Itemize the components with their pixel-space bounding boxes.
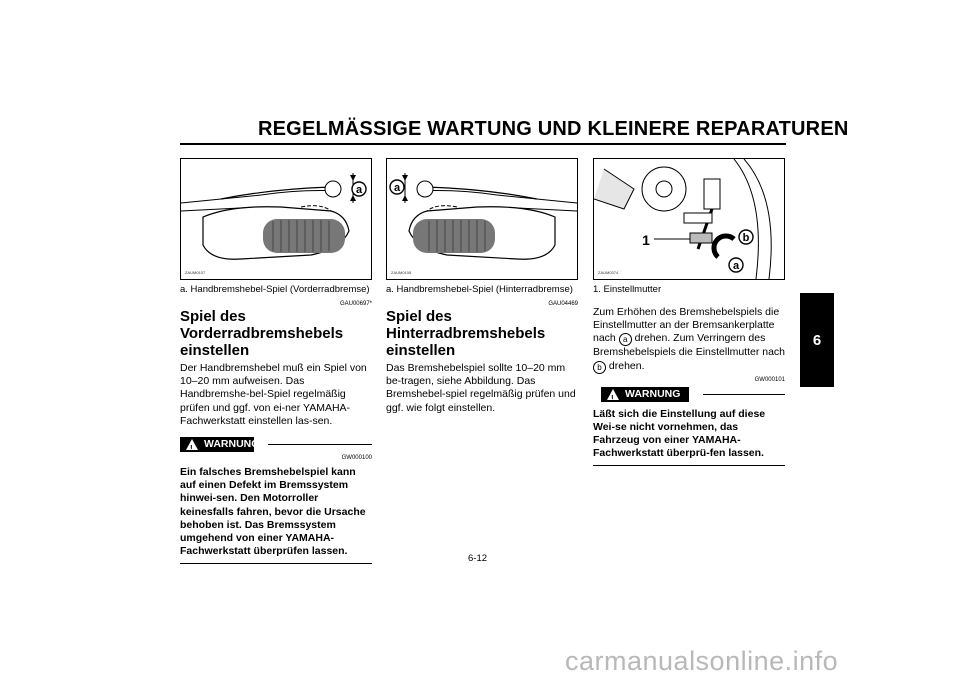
- header-rule: [180, 143, 786, 145]
- column-rear-brake: a ZAUM0108 a. Handbremshebel-Spiel (Hint…: [386, 158, 578, 415]
- warning-badge: ! WARNUNG: [180, 437, 259, 453]
- warning-code: GW000101: [754, 376, 785, 383]
- figure-code: ZAUM0374: [598, 270, 619, 275]
- circle-label-a: a: [618, 333, 632, 347]
- figure-adjusting-nut: b a 1 ZAUM0374: [593, 158, 785, 280]
- figure-caption: 1. Einstellmutter: [593, 284, 662, 295]
- column-front-brake: a ZAUM0107 a. Handbremshebel-Spiel (Vord…: [180, 158, 372, 565]
- figure-rear-brake-lever: a ZAUM0108: [386, 158, 578, 280]
- figure-label-a: a: [394, 182, 401, 194]
- figure-front-brake-lever: a ZAUM0107: [180, 158, 372, 280]
- warning-end-rule: [593, 465, 785, 467]
- warning-label: WARNUNG: [625, 387, 681, 400]
- figure-code: ZAUM0107: [185, 270, 206, 275]
- warning-badge: ! WARNUNG: [601, 386, 689, 403]
- chapter-tab: 6: [800, 293, 834, 387]
- figure-label-a: a: [356, 184, 363, 196]
- figure-label-1: 1: [642, 232, 650, 248]
- body-text-part1: Zum Erhöhen des Bremshebelspiels die Ein…: [593, 306, 780, 345]
- section-title: Spiel des Vorderradbremshebels einstelle…: [180, 308, 344, 359]
- watermark: carmanualsonline.info: [565, 646, 839, 676]
- warning-icon: !: [607, 388, 619, 403]
- figure-label-a: a: [733, 260, 740, 272]
- warning-header: ! WARNUNG: [593, 386, 785, 403]
- body-text-part2: drehen. Zum Verringern des Bremshebelspi…: [593, 332, 786, 359]
- figure-caption: a. Handbremshebel-Spiel (Hinterradbremse…: [386, 284, 573, 295]
- section-title: Spiel des Hinterradbremshebels einstelle…: [386, 308, 546, 359]
- rear-lever-illustration: a: [389, 173, 577, 260]
- page-number: 6-12: [468, 553, 488, 564]
- column-adjusting-nut: b a 1 ZAUM0374 1. Einstellmutter Zum Erh…: [593, 158, 785, 467]
- warning-rule: [703, 393, 785, 395]
- warning-label: WARNUNG: [204, 438, 260, 451]
- section-body: Zum Erhöhen des Bremshebelspiels die Ein…: [593, 306, 785, 374]
- warning-text: Ein falsches Bremshebelspiel kann auf ei…: [180, 466, 366, 558]
- body-text-part3: drehen.: [608, 359, 645, 372]
- warning-code: GW000100: [341, 455, 372, 462]
- figure-caption: a. Handbremshebel-Spiel (Vorderradbremse…: [180, 284, 370, 295]
- warning-header: ! WARNUNG: [180, 437, 372, 453]
- section-body: Das Bremshebelspiel sollte 10–20 mm be-t…: [386, 362, 576, 414]
- figure-label-b: b: [743, 232, 750, 244]
- warning-text: Läßt sich die Einstellung auf diese Wei-…: [593, 407, 766, 460]
- page-title: REGELMÄSSIGE WARTUNG UND KLEINERE REPARA…: [258, 118, 849, 140]
- warning-rule: [268, 444, 372, 446]
- warning-end-rule: [180, 563, 372, 565]
- circle-label-b: b: [593, 360, 606, 374]
- section-body: Der Handbremshebel muß ein Spiel von 10–…: [180, 362, 367, 427]
- warning-icon: !: [186, 439, 198, 453]
- front-lever-illustration: a: [181, 173, 367, 260]
- adjusting-nut-illustration: b a 1: [594, 159, 772, 279]
- section-code: GAU00697*: [339, 301, 372, 307]
- figure-code: ZAUM0108: [391, 270, 412, 275]
- section-code: GAU04469: [548, 301, 578, 307]
